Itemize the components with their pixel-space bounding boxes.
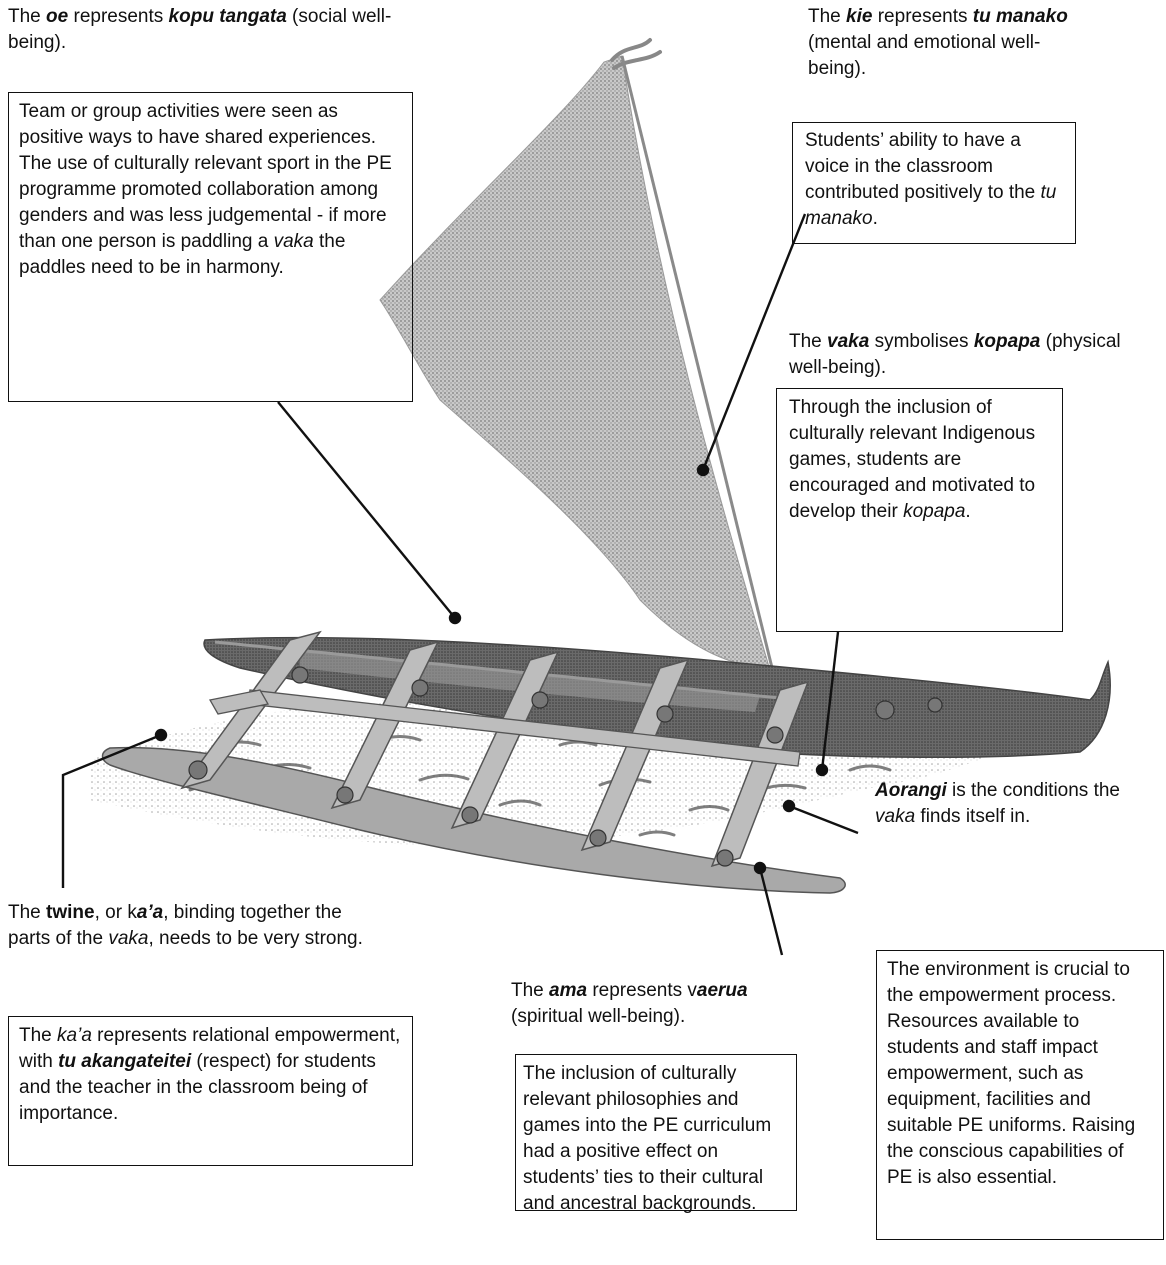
text-run: kie [846, 6, 872, 27]
environment-box: The environment is crucial to the empowe… [876, 950, 1164, 1240]
pennant [612, 40, 660, 68]
text-run: tu manako [973, 6, 1068, 27]
text-run: a’a [137, 902, 163, 923]
text-run: vaka [108, 928, 148, 949]
text-run: tu akangateitei [58, 1051, 191, 1072]
text-run: . [873, 208, 878, 229]
cultural-philosophies-box: The inclusion of culturally relevant phi… [515, 1054, 797, 1211]
oe-label: The oe represents kopu tangata (social w… [8, 4, 408, 56]
text-run: represents [68, 6, 168, 27]
text-run: finds itself in. [915, 806, 1030, 827]
text-run: The [19, 1025, 57, 1046]
text-run: vaka [875, 806, 915, 827]
text-run: represents v [587, 980, 697, 1001]
kie-label: The kie represents tu manako (mental and… [808, 4, 1078, 82]
vaka-label: The vaka symbolises kopapa (physical wel… [789, 329, 1139, 381]
text-run: Students’ ability to have a voice in the… [805, 130, 1041, 203]
text-run: (spiritual well-being). [511, 1006, 685, 1027]
team-activities-box: Team or group activities were seen as po… [8, 92, 413, 402]
twine-label: The twine, or ka’a, binding together the… [8, 900, 388, 952]
text-run: The [8, 6, 46, 27]
text-run: ka’a [57, 1025, 92, 1046]
text-run: Team or group activities were seen as po… [19, 101, 392, 252]
relational-empowerment-box: The ka’a represents relational empowerme… [8, 1016, 413, 1166]
text-run: vaka [827, 331, 869, 352]
text-run: is the conditions the [947, 780, 1120, 801]
text-run: , needs to be very strong. [148, 928, 362, 949]
text-run: oe [46, 6, 68, 27]
text-run: The inclusion of culturally relevant phi… [523, 1063, 771, 1214]
text-run: , or k [95, 902, 137, 923]
text-run: The [511, 980, 549, 1001]
text-run: kopapa [974, 331, 1041, 352]
text-run: . [965, 501, 970, 522]
text-run: represents [872, 6, 972, 27]
text-run: The [8, 902, 46, 923]
text-run: The [789, 331, 827, 352]
student-voice-box: Students’ ability to have a voice in the… [792, 122, 1076, 244]
text-run: aerua [697, 980, 748, 1001]
text-run: vaka [274, 231, 314, 252]
text-run: (mental and emotional well-being). [808, 32, 1040, 79]
text-run: twine [46, 902, 95, 923]
indigenous-games-box: Through the inclusion of culturally rele… [776, 388, 1063, 632]
text-run: kopu tangata [169, 6, 287, 27]
sail-kie [380, 56, 770, 670]
text-run: Aorangi [875, 780, 947, 801]
ama-label: The ama represents vaerua (spiritual wel… [511, 978, 811, 1030]
text-run: kopapa [903, 501, 965, 522]
aorangi-label: Aorangi is the conditions the vaka finds… [875, 778, 1155, 830]
text-run: The [808, 6, 846, 27]
text-run: ama [549, 980, 587, 1001]
text-run: symbolises [869, 331, 974, 352]
text-run: The environment is crucial to the empowe… [887, 959, 1135, 1188]
